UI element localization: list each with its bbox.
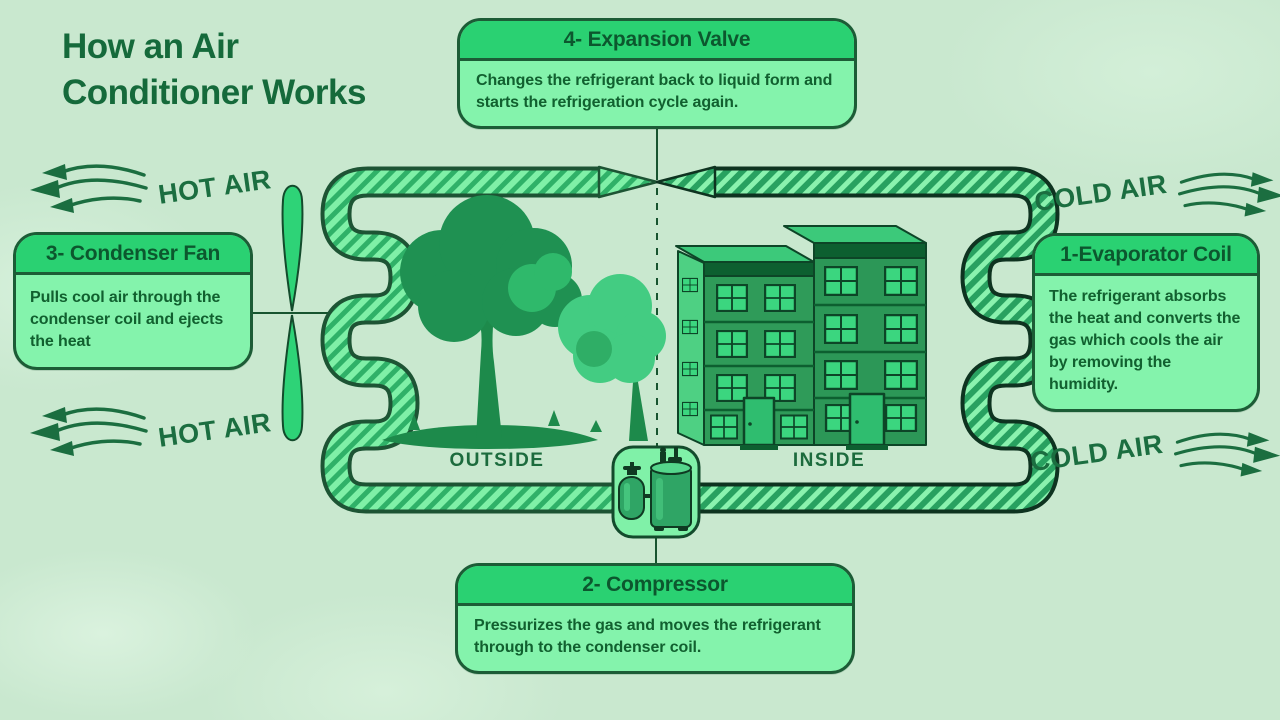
hot-air-arrows-icon [30,407,148,456]
callout-compressor: 2- Compressor Pressurizes the gas and mo… [455,563,855,675]
building-door [740,396,778,450]
compressor-illustration [611,445,701,539]
hot-air-label-top: HOT AIR [28,160,273,214]
cold-air-label-bottom: COLD AIR [1028,426,1280,480]
callout-expansion-valve: 4- Expansion Valve Changes the refrigera… [457,18,857,130]
cold-air-text: COLD AIR [1032,168,1169,217]
cold-air-arrows-icon [1173,432,1280,477]
callout-expansion-valve-title: 4- Expansion Valve [460,21,854,61]
callout-condenser-fan: 3- Condenser Fan Pulls cool air through … [13,232,253,371]
trees-illustration [382,195,666,449]
building-door [846,392,888,450]
callout-evaporator-coil: 1-Evaporator Coil The refrigerant absorb… [1032,233,1260,413]
cold-air-text: COLD AIR [1028,428,1165,477]
cold-air-label-top: COLD AIR [1032,166,1280,220]
outside-label: OUTSIDE [449,450,545,471]
inside-label: INSIDE [792,450,866,471]
fan-blades [281,184,304,442]
expansion-valve-pinch [597,122,717,199]
building-illustration [675,225,927,450]
cold-air-arrows-icon [1177,172,1280,217]
callout-evaporator-coil-title: 1-Evaporator Coil [1035,236,1257,276]
hot-air-arrows-icon [30,164,148,213]
callout-condenser-fan-title: 3- Condenser Fan [16,235,250,275]
hot-air-text: HOT AIR [156,406,273,453]
callout-condenser-fan-desc: Pulls cool air through the condenser coi… [30,289,224,351]
callout-evaporator-coil-desc: The refrigerant absorbs the heat and con… [1049,288,1241,394]
condenser-coil-pipe [320,166,658,514]
page-title: How an Air Conditioner Works [62,27,366,113]
callout-expansion-valve-desc: Changes the refrigerant back to liquid f… [476,72,833,112]
hot-air-text: HOT AIR [156,163,273,210]
hot-air-label-bottom: HOT AIR [28,403,273,457]
callout-compressor-title: 2- Compressor [458,566,852,606]
callout-compressor-desc: Pressurizes the gas and moves the refrig… [474,617,821,657]
